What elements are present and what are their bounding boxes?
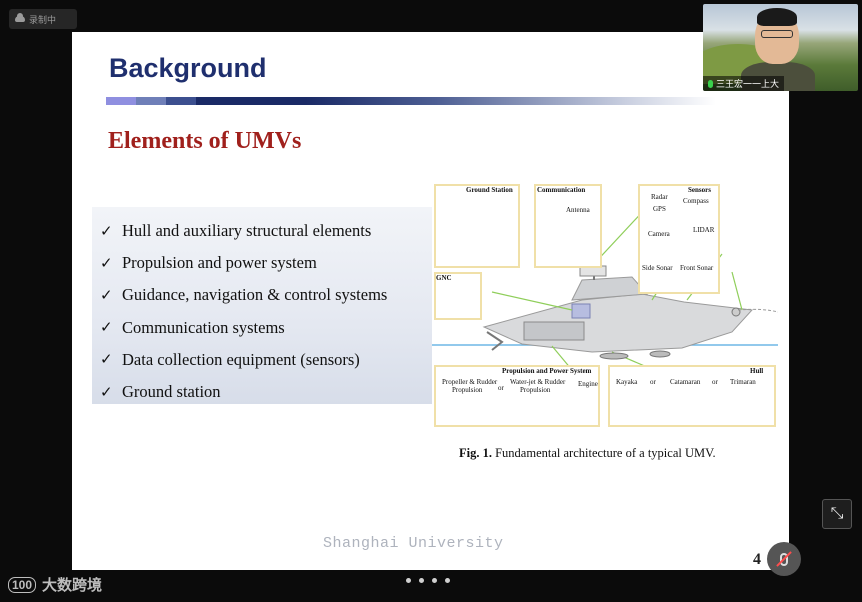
slide-footer: Shanghai University	[323, 535, 504, 552]
label-camera: Camera	[648, 230, 670, 238]
page-dot[interactable]	[445, 578, 450, 583]
label-or-3: or	[712, 378, 718, 386]
label-front-sonar: Front Sonar	[680, 264, 714, 272]
cloud-icon	[15, 13, 25, 22]
bullet-item: ✓Hull and auxiliary structural elements	[100, 221, 372, 241]
bullet-item: ✓Data collection equipment (sensors)	[100, 349, 360, 369]
check-icon: ✓	[100, 223, 113, 240]
mute-toggle-button[interactable]	[767, 542, 801, 576]
shared-slide: Background Elements of UMVs ✓Hull and au…	[72, 32, 789, 570]
hull-panel	[608, 365, 776, 427]
participant-name: 三王宏一一上大	[716, 79, 780, 89]
label-hull: Hull	[750, 367, 764, 375]
recording-label: 录制中	[29, 14, 57, 25]
page-dot[interactable]	[419, 578, 424, 583]
gnc-panel	[434, 272, 482, 320]
check-icon: ✓	[100, 320, 113, 337]
brand-logo: 100	[8, 576, 37, 593]
expand-icon: ⤡	[830, 505, 844, 522]
propulsion-panel	[434, 365, 600, 427]
expand-button[interactable]: ⤡	[822, 499, 852, 529]
label-waterjet-rudder: Water-jet & Rudder	[510, 378, 566, 386]
label-propulsion-power: Propulsion and Power System	[502, 367, 592, 375]
figure-caption: Fig. 1. Fundamental architecture of a ty…	[459, 446, 716, 460]
communication-panel	[534, 184, 602, 268]
bullet-item: ✓Ground station	[100, 382, 221, 402]
label-propeller-rudder: Propeller & Rudder	[442, 378, 498, 386]
label-gps: GPS	[653, 205, 666, 213]
label-trimaran: Trimaran	[730, 378, 756, 386]
label-sensors: Sensors	[688, 186, 711, 194]
slide-title: Background	[109, 53, 267, 83]
page-dot[interactable]	[406, 578, 411, 583]
label-propulsion-2: Propulsion	[520, 386, 551, 394]
bullet-item: ✓Communication systems	[100, 317, 285, 337]
label-propulsion-1: Propulsion	[452, 386, 483, 394]
umv-architecture-figure: Ground Station Communication Antenna Sen…	[432, 182, 778, 428]
label-antenna: Antenna	[566, 206, 590, 214]
bullet-item: ✓Propulsion and power system	[100, 253, 317, 273]
participant-video-tile[interactable]: 三王宏一一上大	[703, 4, 858, 91]
page-dot[interactable]	[432, 578, 437, 583]
label-engine: Engine	[578, 380, 598, 388]
bullet-list: ✓Hull and auxiliary structural elements …	[92, 207, 432, 404]
brand-watermark: 100 大数跨境	[8, 574, 102, 595]
label-or-1: or	[498, 384, 504, 392]
label-catamaran: Catamaran	[670, 378, 701, 386]
recording-indicator: 录制中	[9, 9, 77, 29]
ground-station-panel	[434, 184, 520, 268]
sensors-panel	[638, 184, 720, 294]
label-radar: Radar	[651, 193, 668, 201]
check-icon: ✓	[100, 255, 113, 272]
title-underline-bar	[106, 97, 716, 105]
slide-subtitle: Elements of UMVs	[108, 128, 302, 154]
check-icon: ✓	[100, 384, 113, 401]
label-kayaka: Kayaka	[616, 378, 638, 386]
label-side-sonar: Side Sonar	[642, 264, 673, 272]
label-compass: Compass	[683, 197, 709, 205]
check-icon: ✓	[100, 352, 113, 369]
label-communication: Communication	[537, 186, 586, 194]
check-icon: ✓	[100, 287, 113, 304]
label-or-2: or	[650, 378, 656, 386]
bullet-item: ✓Guidance, navigation & control systems	[100, 285, 388, 305]
brand-name: 大数跨境	[42, 577, 103, 594]
label-ground-station: Ground Station	[466, 186, 513, 194]
mic-icon	[708, 79, 713, 88]
page-number: 4	[753, 551, 761, 568]
page-indicator[interactable]	[406, 578, 450, 583]
participant-name-tag: 三王宏一一上大	[703, 76, 785, 91]
label-lidar: LIDAR	[693, 226, 715, 234]
label-gnc: GNC	[436, 274, 452, 282]
